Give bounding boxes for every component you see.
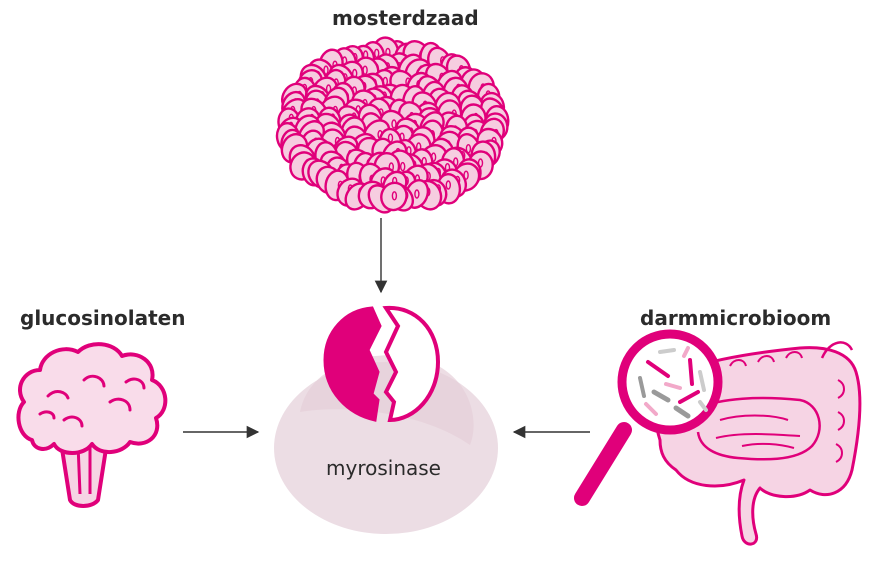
label-glucosinolaten: glucosinolaten [20,306,186,330]
mustard-seed-mark [391,119,397,129]
label-myrosinase: myrosinase [326,456,441,480]
mustard-seed-mark [463,170,469,180]
magnifying-glass-icon [574,329,723,506]
broccoli-icon [16,342,168,508]
mustard-seed-mark [391,191,398,201]
mustard-seed-mark [445,180,451,190]
enzyme-split-circle-icon [323,305,441,423]
mustard-seed-mark [374,48,380,58]
mustard-seed-mark [323,65,329,75]
bacteria-icon [638,346,708,419]
mustard-seed [380,181,408,212]
mustard-seed-mark [400,161,406,172]
mustard-seeds-icon [275,36,510,214]
label-mosterdzaad: mosterdzaad [332,6,479,30]
label-darmmicrobioom: darmmicrobioom [640,306,832,330]
mustard-seed-mark [414,189,420,199]
